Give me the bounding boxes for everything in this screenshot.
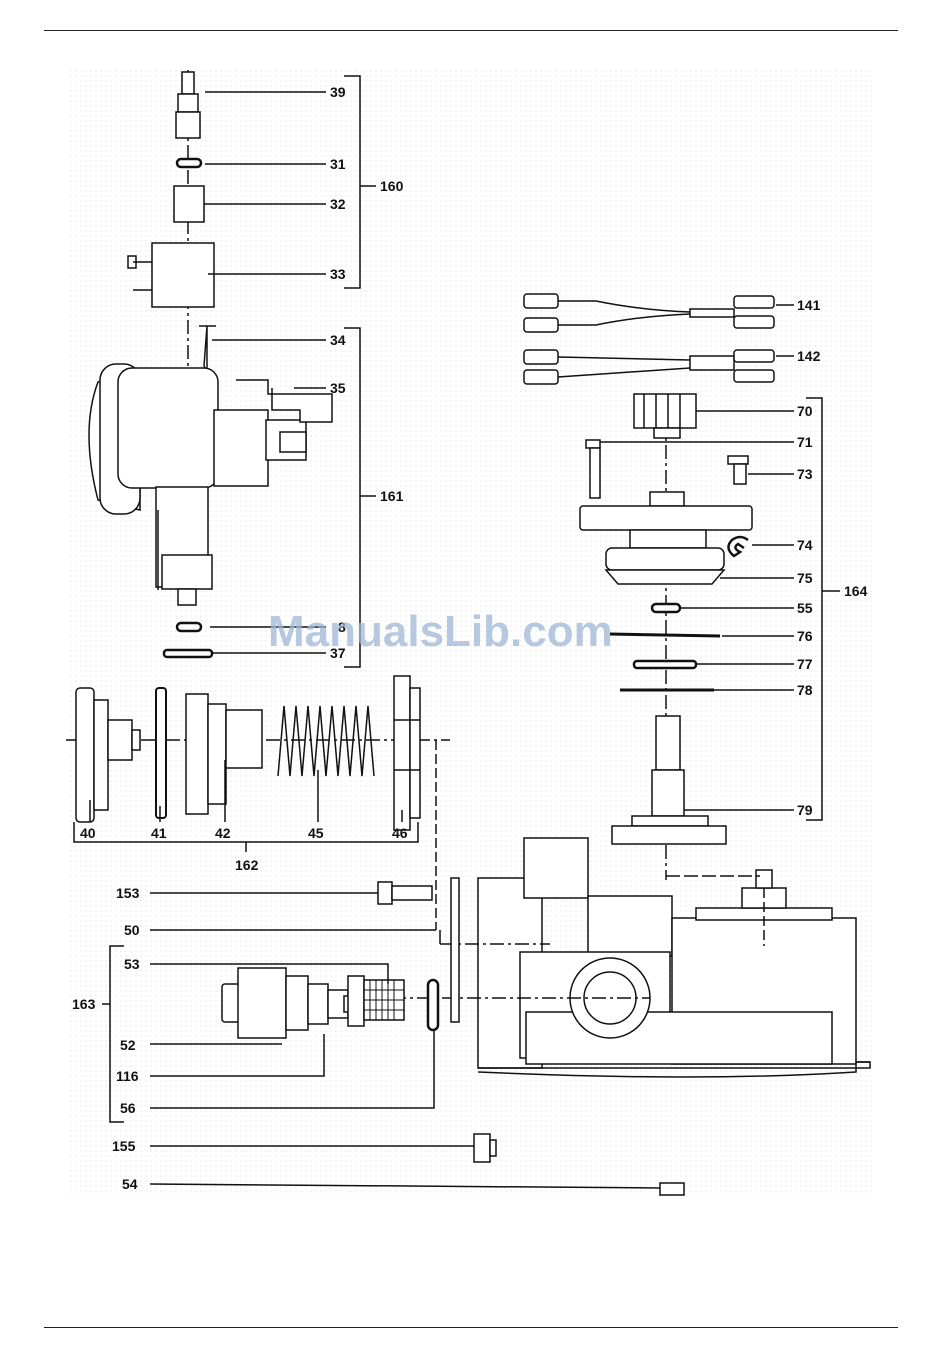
label-76: 76 xyxy=(797,628,813,644)
label-31: 31 xyxy=(330,156,346,172)
label-46: 46 xyxy=(392,825,408,841)
label-52: 52 xyxy=(120,1037,136,1053)
part-153-bolt xyxy=(378,882,432,904)
label-55: 55 xyxy=(797,600,813,616)
part-37-seal xyxy=(164,650,212,657)
part-56-o-ring xyxy=(428,980,438,1030)
part-54-connector xyxy=(660,1183,684,1195)
label-163: 163 xyxy=(72,996,96,1012)
label-77: 77 xyxy=(797,656,813,672)
label-79: 79 xyxy=(797,802,813,818)
label-33: 33 xyxy=(330,266,346,282)
part-55-o-ring xyxy=(652,604,680,612)
label-160: 160 xyxy=(380,178,404,194)
label-73: 73 xyxy=(797,466,813,482)
label-34: 34 xyxy=(330,332,346,348)
part-50-gasket-plate xyxy=(451,878,459,1022)
label-74: 74 xyxy=(797,537,813,553)
part-46-flange xyxy=(394,676,420,830)
label-141: 141 xyxy=(797,297,821,313)
label-164: 164 xyxy=(844,583,868,599)
label-116: 116 xyxy=(116,1068,139,1084)
label-142: 142 xyxy=(797,348,821,364)
part-31-o-ring xyxy=(177,159,201,167)
label-71: 71 xyxy=(797,434,813,450)
watermark: ManualsLib.com xyxy=(268,607,613,656)
label-70: 70 xyxy=(797,403,813,419)
part-32-sleeve xyxy=(174,186,204,222)
part-76-shaft xyxy=(610,634,720,636)
label-32: 32 xyxy=(330,196,346,212)
label-41: 41 xyxy=(151,825,167,841)
part-53-filter xyxy=(348,976,404,1026)
label-162: 162 xyxy=(235,857,259,873)
label-75: 75 xyxy=(797,570,813,586)
label-56: 56 xyxy=(120,1100,136,1116)
part-41-gasket xyxy=(156,688,166,818)
label-40: 40 xyxy=(80,825,96,841)
label-161: 161 xyxy=(380,488,404,504)
part-8-o-ring xyxy=(177,623,201,631)
label-35: 35 xyxy=(330,380,346,396)
label-39: 39 xyxy=(330,84,346,100)
part-77-seal xyxy=(634,661,696,668)
label-155: 155 xyxy=(112,1138,136,1154)
label-78: 78 xyxy=(797,682,813,698)
label-54: 54 xyxy=(122,1176,138,1192)
label-45: 45 xyxy=(308,825,324,841)
label-50: 50 xyxy=(124,922,140,938)
label-42: 42 xyxy=(215,825,231,841)
label-153: 153 xyxy=(116,885,140,901)
label-53: 53 xyxy=(124,956,140,972)
